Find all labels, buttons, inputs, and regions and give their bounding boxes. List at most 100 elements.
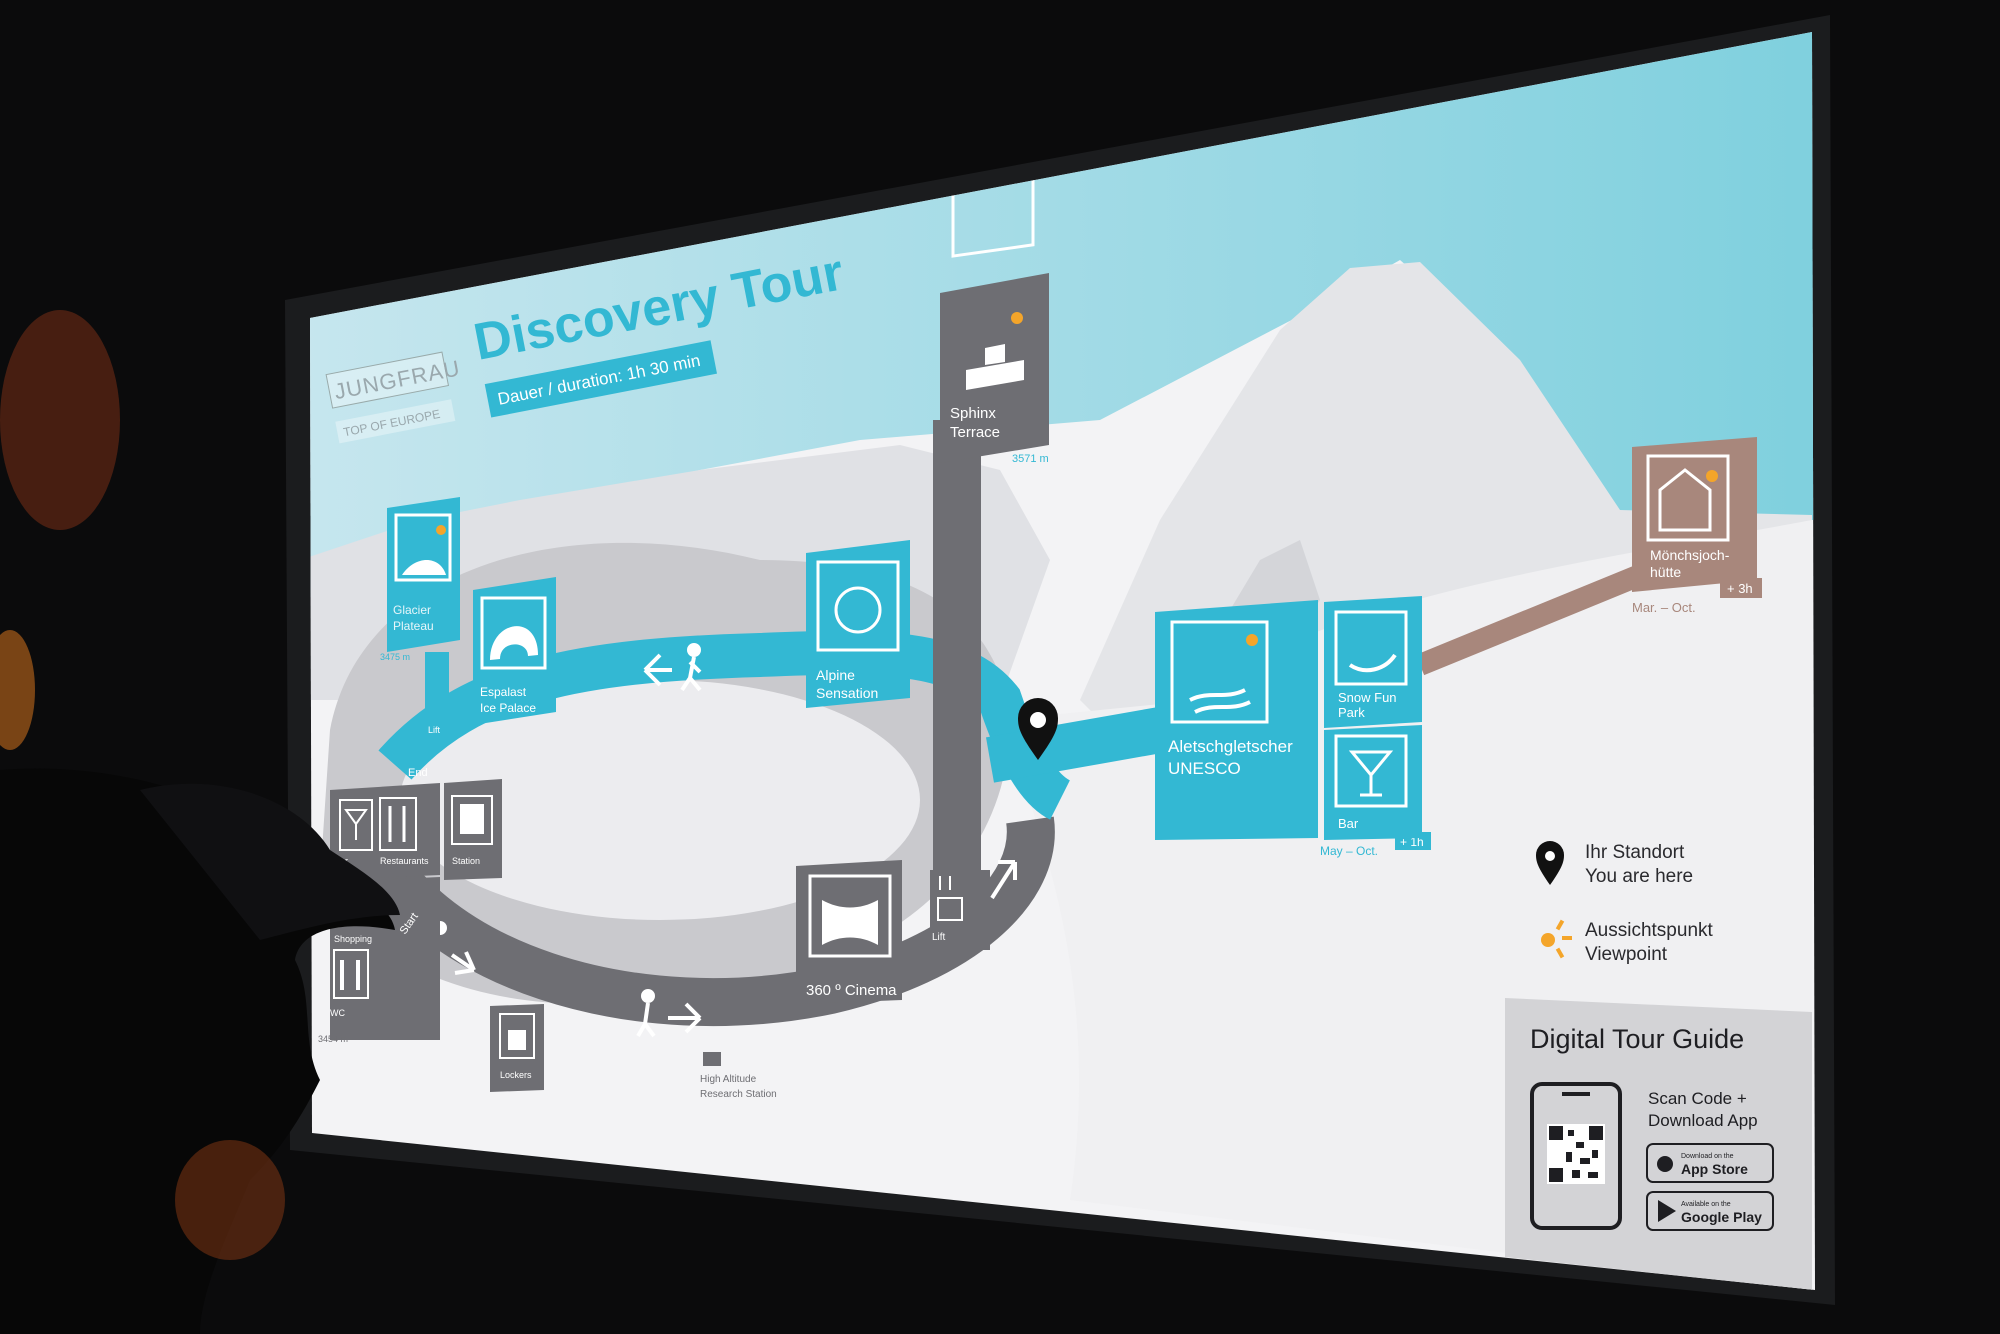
you-are-here-marker (1018, 698, 1058, 760)
station-alpine-sensation: Alpine Sensation (806, 540, 910, 708)
station-360-cinema: 360 º Cinema (796, 860, 902, 1004)
research-label-1: High Altitude (700, 1074, 757, 1085)
snowfun-label-2: Park (1338, 705, 1365, 720)
route-end-label: End (408, 767, 428, 779)
station-snow-fun-park: Snow Fun Park (1324, 596, 1422, 728)
restaurants-label: Restaurants (380, 856, 429, 866)
google-play-label: Google Play (1681, 1209, 1762, 1225)
bar-right-label: Bar (1338, 816, 1359, 831)
observatory-icon (966, 344, 1024, 390)
lockers-label: Lockers (500, 1070, 532, 1080)
station-bar-right: Bar (1324, 725, 1422, 840)
legend: Ihr Standort You are here Aussichtspunkt… (1536, 841, 1714, 965)
glacier-altitude: 3475 m (380, 652, 410, 662)
wc-label: WC (330, 1008, 345, 1018)
route-to-aletsch (986, 707, 1164, 783)
lift-label-left: Lift (428, 725, 441, 735)
aletsch-label-1: Aletschgletscher (1168, 737, 1293, 756)
igloo-icon (490, 626, 538, 660)
route-to-moench (1415, 564, 1645, 676)
hut-icon (1658, 468, 1712, 532)
station-aletschgletscher: Aletschgletscher UNESCO May – Oct. + 1h (1155, 600, 1431, 858)
google-play-small: Available on the (1681, 1201, 1731, 1208)
bar-glass-icon (344, 809, 368, 840)
cutlery-icon (388, 806, 406, 842)
station-glacier-plateau: Glacier Plateau 3475 m Lift (380, 497, 460, 735)
lift-shaft-left (425, 652, 449, 732)
station-moenchsjochhuette: Mönchsjoch- hütte Mar. – Oct. + 3h (1632, 437, 1762, 615)
duration-badge (484, 340, 717, 418)
viewpoint-icon-3 (1246, 634, 1258, 646)
map-screen: JUNGFRAU TOP OF EUROPE Discovery Tour Da… (310, 32, 1815, 1290)
research-marker (703, 1052, 721, 1066)
guide-scan-1: Scan Code + (1648, 1089, 1747, 1108)
shopping-label: Shopping (334, 934, 372, 944)
plateau-icon (402, 560, 446, 575)
lift-arrows-icon (939, 876, 951, 890)
moench-extra-badge (1720, 578, 1762, 598)
legend-pin-icon (1536, 841, 1564, 885)
locker-icon (508, 1030, 526, 1050)
aletsch-extra: + 1h (1400, 835, 1424, 849)
moench-season: Mar. – Oct. (1632, 600, 1696, 615)
sphinx-label-2: Terrace (950, 424, 1000, 441)
aletsch-label-2: UNESCO (1168, 759, 1241, 778)
research-label-2: Research Station (700, 1089, 777, 1100)
legend-here-en: You are here (1585, 866, 1693, 887)
station-espalast: Espalast Ice Palace (473, 577, 556, 725)
walker-arrow-top (643, 643, 702, 692)
apple-icon (1657, 1156, 1673, 1172)
legend-view-de: Aussichtspunkt (1585, 920, 1714, 941)
lift-label-right: Lift (932, 932, 946, 943)
guide-scan-2: Download App (1648, 1111, 1758, 1130)
google-play-button[interactable]: Available on the Google Play (1646, 1191, 1774, 1231)
phone-outline (1530, 1082, 1622, 1230)
lift-icon (937, 897, 963, 921)
espalast-label-2: Ice Palace (480, 701, 536, 715)
app-store-button[interactable]: Download on the App Store (1646, 1143, 1774, 1183)
cinema-label: 360 º Cinema (806, 982, 897, 999)
warm-light-mid (0, 630, 35, 750)
walker-arrow-bottom (636, 989, 702, 1038)
station-lockers: Lockers (490, 1004, 544, 1092)
glacier-label-1: Glacier (393, 603, 431, 617)
arrow-up-right (990, 860, 1017, 900)
snowglobe-icon (834, 586, 882, 634)
moench-extra: + 3h (1727, 581, 1753, 596)
train-icon (460, 804, 484, 834)
glacier-icon (1189, 688, 1251, 714)
sphinx-lift-shaft (933, 420, 981, 950)
legend-viewpoint-icon (1541, 919, 1572, 959)
espalast-label-1: Espalast (480, 685, 527, 699)
cocktail-icon (1348, 750, 1394, 797)
guide-title: Digital Tour Guide (1530, 1024, 1744, 1054)
moench-label-1: Mönchsjoch- (1650, 547, 1730, 563)
glacier-label-2: Plateau (393, 619, 434, 633)
warm-light-bottom (175, 1140, 285, 1260)
moench-label-2: hütte (1650, 564, 1681, 580)
warm-light-top (0, 310, 120, 530)
legend-here-de: Ihr Standort (1585, 842, 1685, 863)
app-store-label: App Store (1681, 1161, 1748, 1177)
station-label: Station (452, 856, 480, 866)
legend-view-en: Viewpoint (1585, 944, 1668, 965)
viewpoint-icon-2 (436, 525, 446, 535)
sphinx-label-1: Sphinx (950, 405, 996, 422)
visitor-cap (140, 783, 400, 940)
snowfun-label-1: Snow Fun (1338, 690, 1397, 705)
cave-floor (400, 680, 920, 920)
qr-code[interactable] (1547, 1124, 1605, 1184)
sphinx-altitude: 3571 m (1012, 453, 1049, 465)
viewpoint-icon (1011, 312, 1023, 324)
wc-icon (340, 960, 360, 990)
app-store-small: Download on the (1681, 1153, 1734, 1160)
sled-icon (1348, 653, 1397, 673)
play-icon (1658, 1200, 1676, 1222)
lift-panel-right: Lift (930, 870, 990, 950)
alpine-label-1: Alpine (816, 667, 855, 683)
alpine-label-2: Sensation (816, 685, 878, 701)
cinema-icon (822, 900, 878, 945)
station-sphinx-terrace: Sphinx Terrace 3571 m (940, 153, 1049, 465)
digital-tour-guide-panel: Digital Tour Guide Scan Code + Download … (1505, 998, 1812, 1290)
